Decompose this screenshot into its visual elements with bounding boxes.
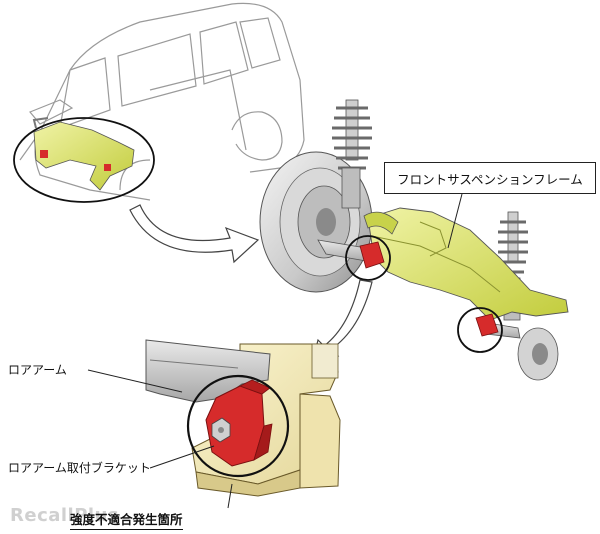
bracket-left [359, 241, 385, 269]
closeup-callout-circle [186, 374, 290, 478]
closeup-view [145, 339, 341, 497]
lower-arm-bracket-label: ロアアーム取付ブラケット [8, 461, 151, 475]
lower-arm-label: ロアアーム [8, 363, 67, 377]
left-strut [332, 99, 372, 209]
bracket-right [475, 313, 499, 337]
right-hub [517, 327, 559, 381]
front-suspension-frame-label: フロントサスペンションフレーム [384, 162, 596, 194]
bracket-callout-left [345, 235, 391, 281]
bracket-callout-right [457, 307, 503, 353]
arrow-to-assembly [129, 204, 260, 264]
bracket-leader [149, 445, 215, 469]
defect-location-label: 強度不適合発生箇所 [70, 509, 183, 530]
watermark: RecallPlus [10, 505, 120, 526]
car-callout-circle [13, 117, 155, 203]
car-outline [19, 2, 305, 201]
small-frame [32, 117, 135, 191]
defect-leader [227, 483, 233, 509]
lower-arm-leader [87, 369, 183, 393]
suspension-frame [363, 207, 569, 321]
frame-leader [447, 193, 463, 249]
